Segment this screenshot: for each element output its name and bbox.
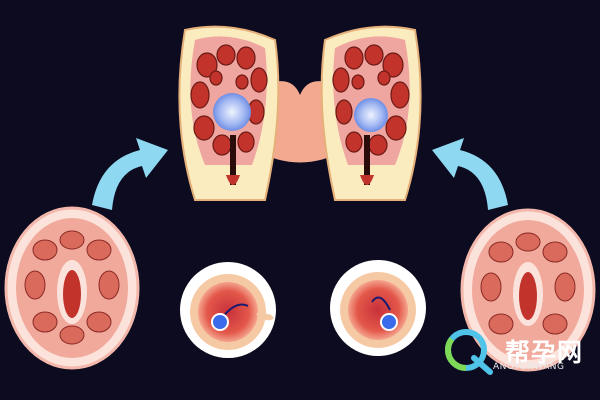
right-curved-arrow: [432, 138, 508, 210]
bottom-left-cross-section: [4, 206, 140, 370]
embryo-disc-left: [211, 313, 229, 331]
watermark-brand: 帮孕网: [505, 338, 584, 367]
embryo-left: [213, 93, 251, 131]
small-disc-right: [330, 260, 426, 356]
top-right-uterine-section: [320, 25, 422, 201]
q-logo-icon: [445, 329, 493, 375]
bottom-right-cross-section: [460, 208, 596, 372]
embryo-right: [354, 98, 388, 132]
left-curved-arrow: [92, 138, 168, 210]
small-disc-left: [180, 262, 276, 358]
top-left-uterine-section: [178, 25, 280, 201]
embryo-disc-right: [380, 313, 398, 331]
watermark-sub: ANGYUNWANG: [493, 362, 565, 372]
